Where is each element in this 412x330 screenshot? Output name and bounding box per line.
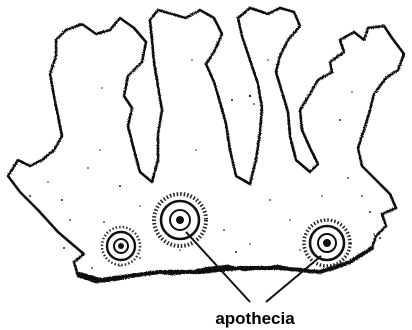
apothecia-label: apothecia (215, 309, 295, 328)
